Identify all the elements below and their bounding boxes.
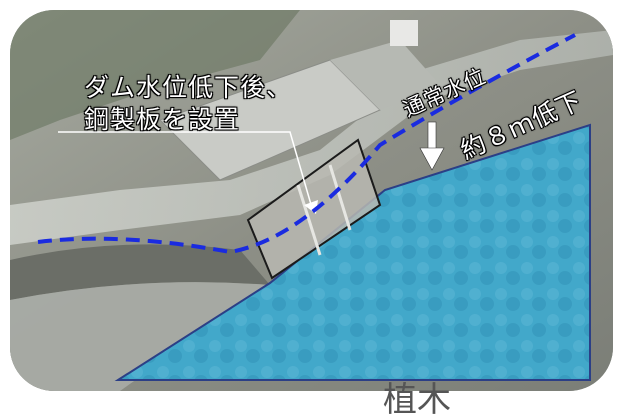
small-structure	[390, 20, 418, 46]
diagram-frame: ダム水位低下後、 鋼製板を設置 通常水位 約８ｍ低下	[10, 10, 613, 391]
building-annex	[330, 40, 440, 110]
retaining-wall	[10, 244, 270, 300]
steel-plate-seam	[328, 164, 352, 231]
plaza	[10, 282, 270, 391]
reservoir-water	[114, 123, 591, 381]
arrow-down-icon	[419, 121, 445, 171]
bottom-partial-text: 植木	[383, 380, 451, 420]
installation-label-line2: 鋼製板を設置	[84, 105, 241, 134]
forest-area	[10, 10, 300, 140]
callout-line	[58, 131, 313, 209]
aerial-scene	[10, 10, 613, 391]
road	[10, 30, 613, 245]
installation-label-line1: ダム水位低下後、	[84, 73, 293, 102]
steel-plate-seam	[296, 184, 322, 256]
normal-water-level-line	[37, 33, 576, 255]
